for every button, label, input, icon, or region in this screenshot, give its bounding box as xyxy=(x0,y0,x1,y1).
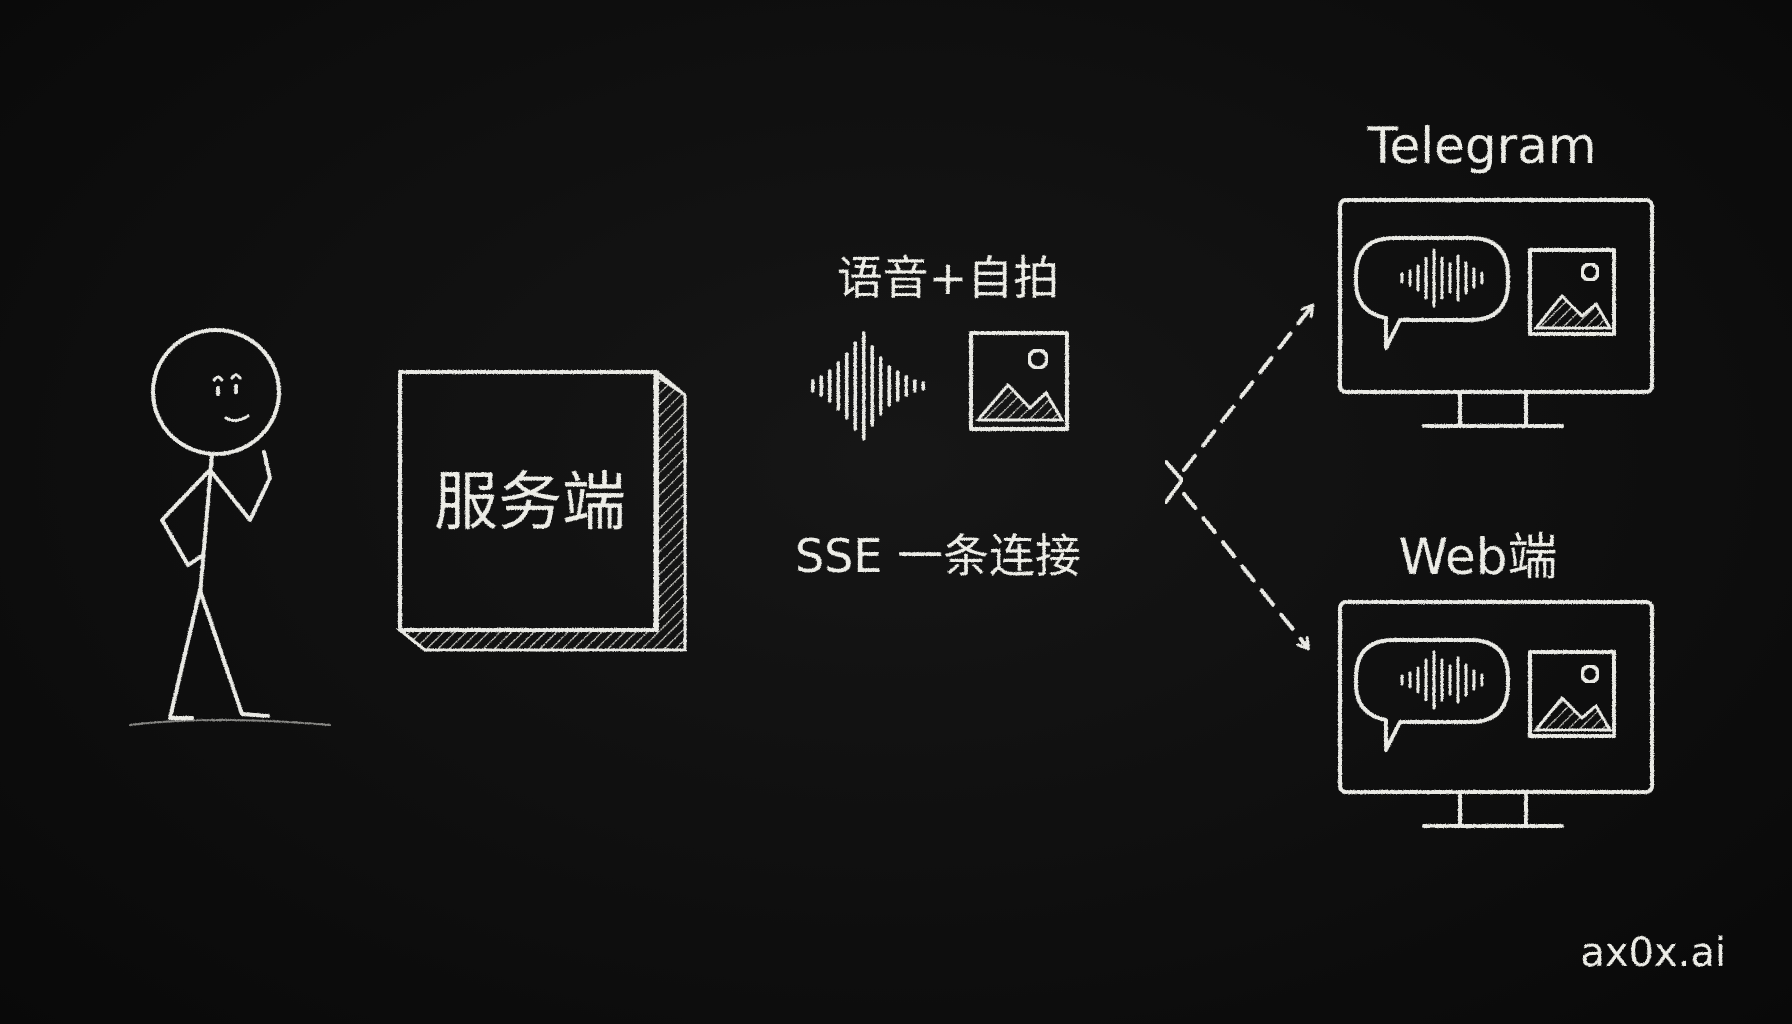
arrow-to-web xyxy=(1182,492,1308,648)
server-box: 服务端 xyxy=(395,370,687,652)
chat-bubble-icon xyxy=(1354,236,1510,350)
audio-waveform-icon xyxy=(811,331,925,441)
monitor-icon xyxy=(1338,198,1654,428)
image-icon xyxy=(1528,650,1616,738)
connection-label: SSE 一条连接 xyxy=(795,529,1081,583)
monitor-icon xyxy=(1338,600,1654,828)
image-icon xyxy=(1528,248,1616,336)
web-label: Web端 xyxy=(1398,528,1557,586)
chat-bubble-icon xyxy=(1354,638,1510,752)
arrow-to-telegram xyxy=(1182,306,1312,472)
server-label: 服务端 xyxy=(434,466,626,540)
telegram-label: Telegram xyxy=(1366,117,1596,175)
web-monitor xyxy=(1338,600,1654,828)
stick-figure-icon xyxy=(129,328,331,726)
payload-label: 语音+自拍 xyxy=(837,251,1060,305)
split-junction xyxy=(1164,460,1184,504)
telegram-monitor xyxy=(1338,198,1654,428)
image-icon xyxy=(969,331,1069,431)
watermark: ax0x.ai xyxy=(1580,930,1726,976)
